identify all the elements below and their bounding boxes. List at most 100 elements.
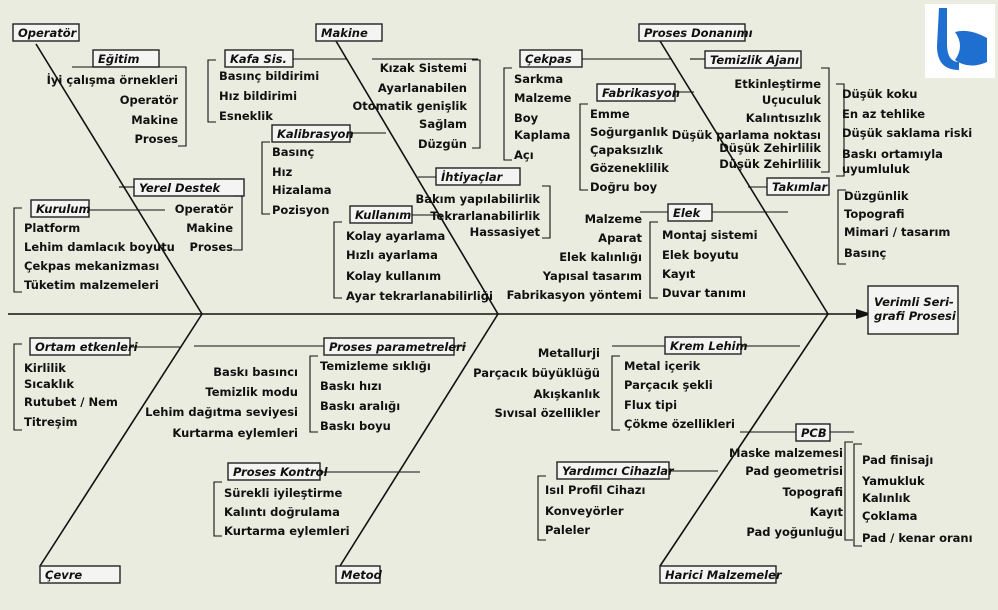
- group-ortam: Ortam etkenleri: [35, 340, 139, 354]
- item-label: Çökme özellikleri: [624, 417, 735, 431]
- item-label: Hız: [272, 165, 293, 179]
- item-label: Metal içerik: [624, 359, 701, 373]
- item-label: Pad finisajı: [862, 453, 933, 467]
- bracket-line: [503, 67, 512, 161]
- item-label: Titreşim: [24, 415, 78, 429]
- item-label: Uçuculuk: [762, 93, 821, 107]
- item-label: Ayar tekrarlanabilirliği: [346, 289, 493, 303]
- item-label: Baskı aralığı: [320, 399, 400, 413]
- group-yerel-destek: Yerel Destek: [139, 181, 222, 195]
- group-kurulum: Kurulum: [36, 202, 90, 216]
- category-metod-box: [335, 565, 381, 584]
- item-label: Elek kalınlığı: [559, 250, 642, 264]
- item-label: Pad geometrisi: [745, 464, 843, 478]
- category-proses-donanimi: Proses Donanımı: [644, 26, 753, 40]
- group-proses-param-box: [323, 337, 455, 356]
- group-elek: Elek: [673, 206, 702, 220]
- item-label: Kirlilik: [24, 361, 66, 375]
- item-label: Otomatik genişlik: [352, 99, 467, 113]
- bone-makine: [335, 40, 499, 315]
- item-label: Malzeme: [585, 212, 643, 226]
- item-label: Maske malzemesi: [729, 446, 843, 460]
- item-label: Parçacık şekli: [624, 378, 713, 392]
- bracket-line: [472, 59, 481, 149]
- bracket-line: [333, 221, 342, 299]
- item-label: Operatör: [175, 202, 234, 216]
- category-operator: Operatör: [18, 26, 78, 40]
- item-label: Açı: [514, 148, 534, 162]
- item-label: Pad yoğunluğu: [746, 525, 843, 539]
- item-label: Hızlı ayarlama: [346, 248, 438, 262]
- item-label: Yamukluk: [861, 474, 925, 488]
- category-operator-box: [12, 23, 80, 42]
- group-pcb-box: [795, 423, 831, 442]
- item-label: Kurtarma eylemleri: [172, 426, 298, 440]
- item-label: Aparat: [598, 231, 642, 245]
- item-label: Basınç bildirimi: [219, 69, 319, 83]
- item-label: Kayıt: [662, 267, 696, 281]
- group-fabrikasyon: Fabrikasyon: [602, 86, 680, 100]
- bracket-line: [13, 207, 22, 293]
- item-label: Hizalama: [272, 183, 331, 197]
- item-label: Pozisyon: [272, 203, 329, 217]
- item-label: Proses: [190, 240, 234, 254]
- bracket-line: [537, 475, 546, 541]
- item-label: Elek boyutu: [662, 248, 739, 262]
- item-label: Operatör: [120, 93, 179, 107]
- item-label: Baskı ortamıyla: [842, 147, 943, 161]
- item-label: Kaplama: [514, 128, 570, 142]
- item-label: Basınç: [844, 246, 886, 260]
- item-label-continuation: uyumluluk: [842, 162, 910, 176]
- item-label: Düşük koku: [842, 87, 918, 101]
- item-label: Kızak Sistemi: [380, 61, 467, 75]
- item-label: Kurtarma eylemleri: [224, 524, 350, 538]
- item-label: Proses: [135, 132, 179, 146]
- bracket-line: [213, 481, 222, 537]
- bracket-line: [261, 141, 270, 215]
- category-cevre: Çevre: [45, 568, 82, 582]
- item-label: Basınç: [272, 145, 314, 159]
- group-elek-box: [667, 203, 713, 222]
- item-label: Temizlik modu: [205, 385, 298, 399]
- item-label: Paleler: [545, 523, 590, 537]
- category-cevre-box: [39, 565, 121, 584]
- bracket-line: [207, 59, 216, 123]
- item-label: Hassasiyet: [470, 225, 541, 239]
- item-label: Kalınlık: [862, 491, 911, 505]
- group-egitim: Eğitim: [98, 52, 139, 66]
- group-krem-lehim-box: [664, 336, 742, 355]
- bracket-line: [836, 83, 845, 177]
- item-label: Sürekli iyileştirme: [224, 486, 343, 500]
- category-metod: Metod: [341, 568, 383, 582]
- group-proses-param: Proses parametreleri: [329, 340, 467, 354]
- item-label: Düşük Zehirlilik: [719, 141, 821, 155]
- group-kurulum-box: [30, 199, 90, 218]
- effect-box: [867, 285, 959, 335]
- item-label: Baskı boyu: [320, 419, 391, 433]
- item-label: Rutubet / Nem: [24, 395, 118, 409]
- item-label: Boy: [514, 111, 539, 125]
- bracket-line: [13, 343, 22, 431]
- item-label: Duvar tanımı: [662, 286, 746, 300]
- item-label: Kolay kullanım: [346, 269, 441, 283]
- item-label: Mimari / tasarım: [844, 225, 950, 239]
- item-label: Sağlam: [419, 117, 467, 131]
- item-label: Flux tipi: [624, 398, 677, 412]
- item-label: Topografi: [844, 207, 905, 221]
- item-label: Lehim dağıtma seviyesi: [145, 405, 298, 419]
- item-label: Tüketim malzemeleri: [24, 278, 159, 292]
- item-label: Yapısal tasarım: [542, 269, 642, 283]
- company-logo: [925, 4, 995, 78]
- item-label: Doğru boy: [590, 180, 658, 194]
- item-label: Kalıntısızlık: [746, 111, 822, 125]
- bone-cevre: [39, 313, 203, 567]
- item-label: Kolay ayarlama: [346, 229, 445, 243]
- bone-metod: [339, 313, 499, 567]
- item-label: Temizleme sıklığı: [320, 359, 431, 373]
- group-ihtiyaclar: İhtiyaçlar: [441, 169, 504, 184]
- item-label: Platform: [24, 221, 80, 235]
- item-label: Malzeme: [514, 91, 572, 105]
- item-label: Metallurji: [538, 346, 600, 360]
- bracket-line: [649, 221, 658, 299]
- item-label: Esneklik: [219, 109, 273, 123]
